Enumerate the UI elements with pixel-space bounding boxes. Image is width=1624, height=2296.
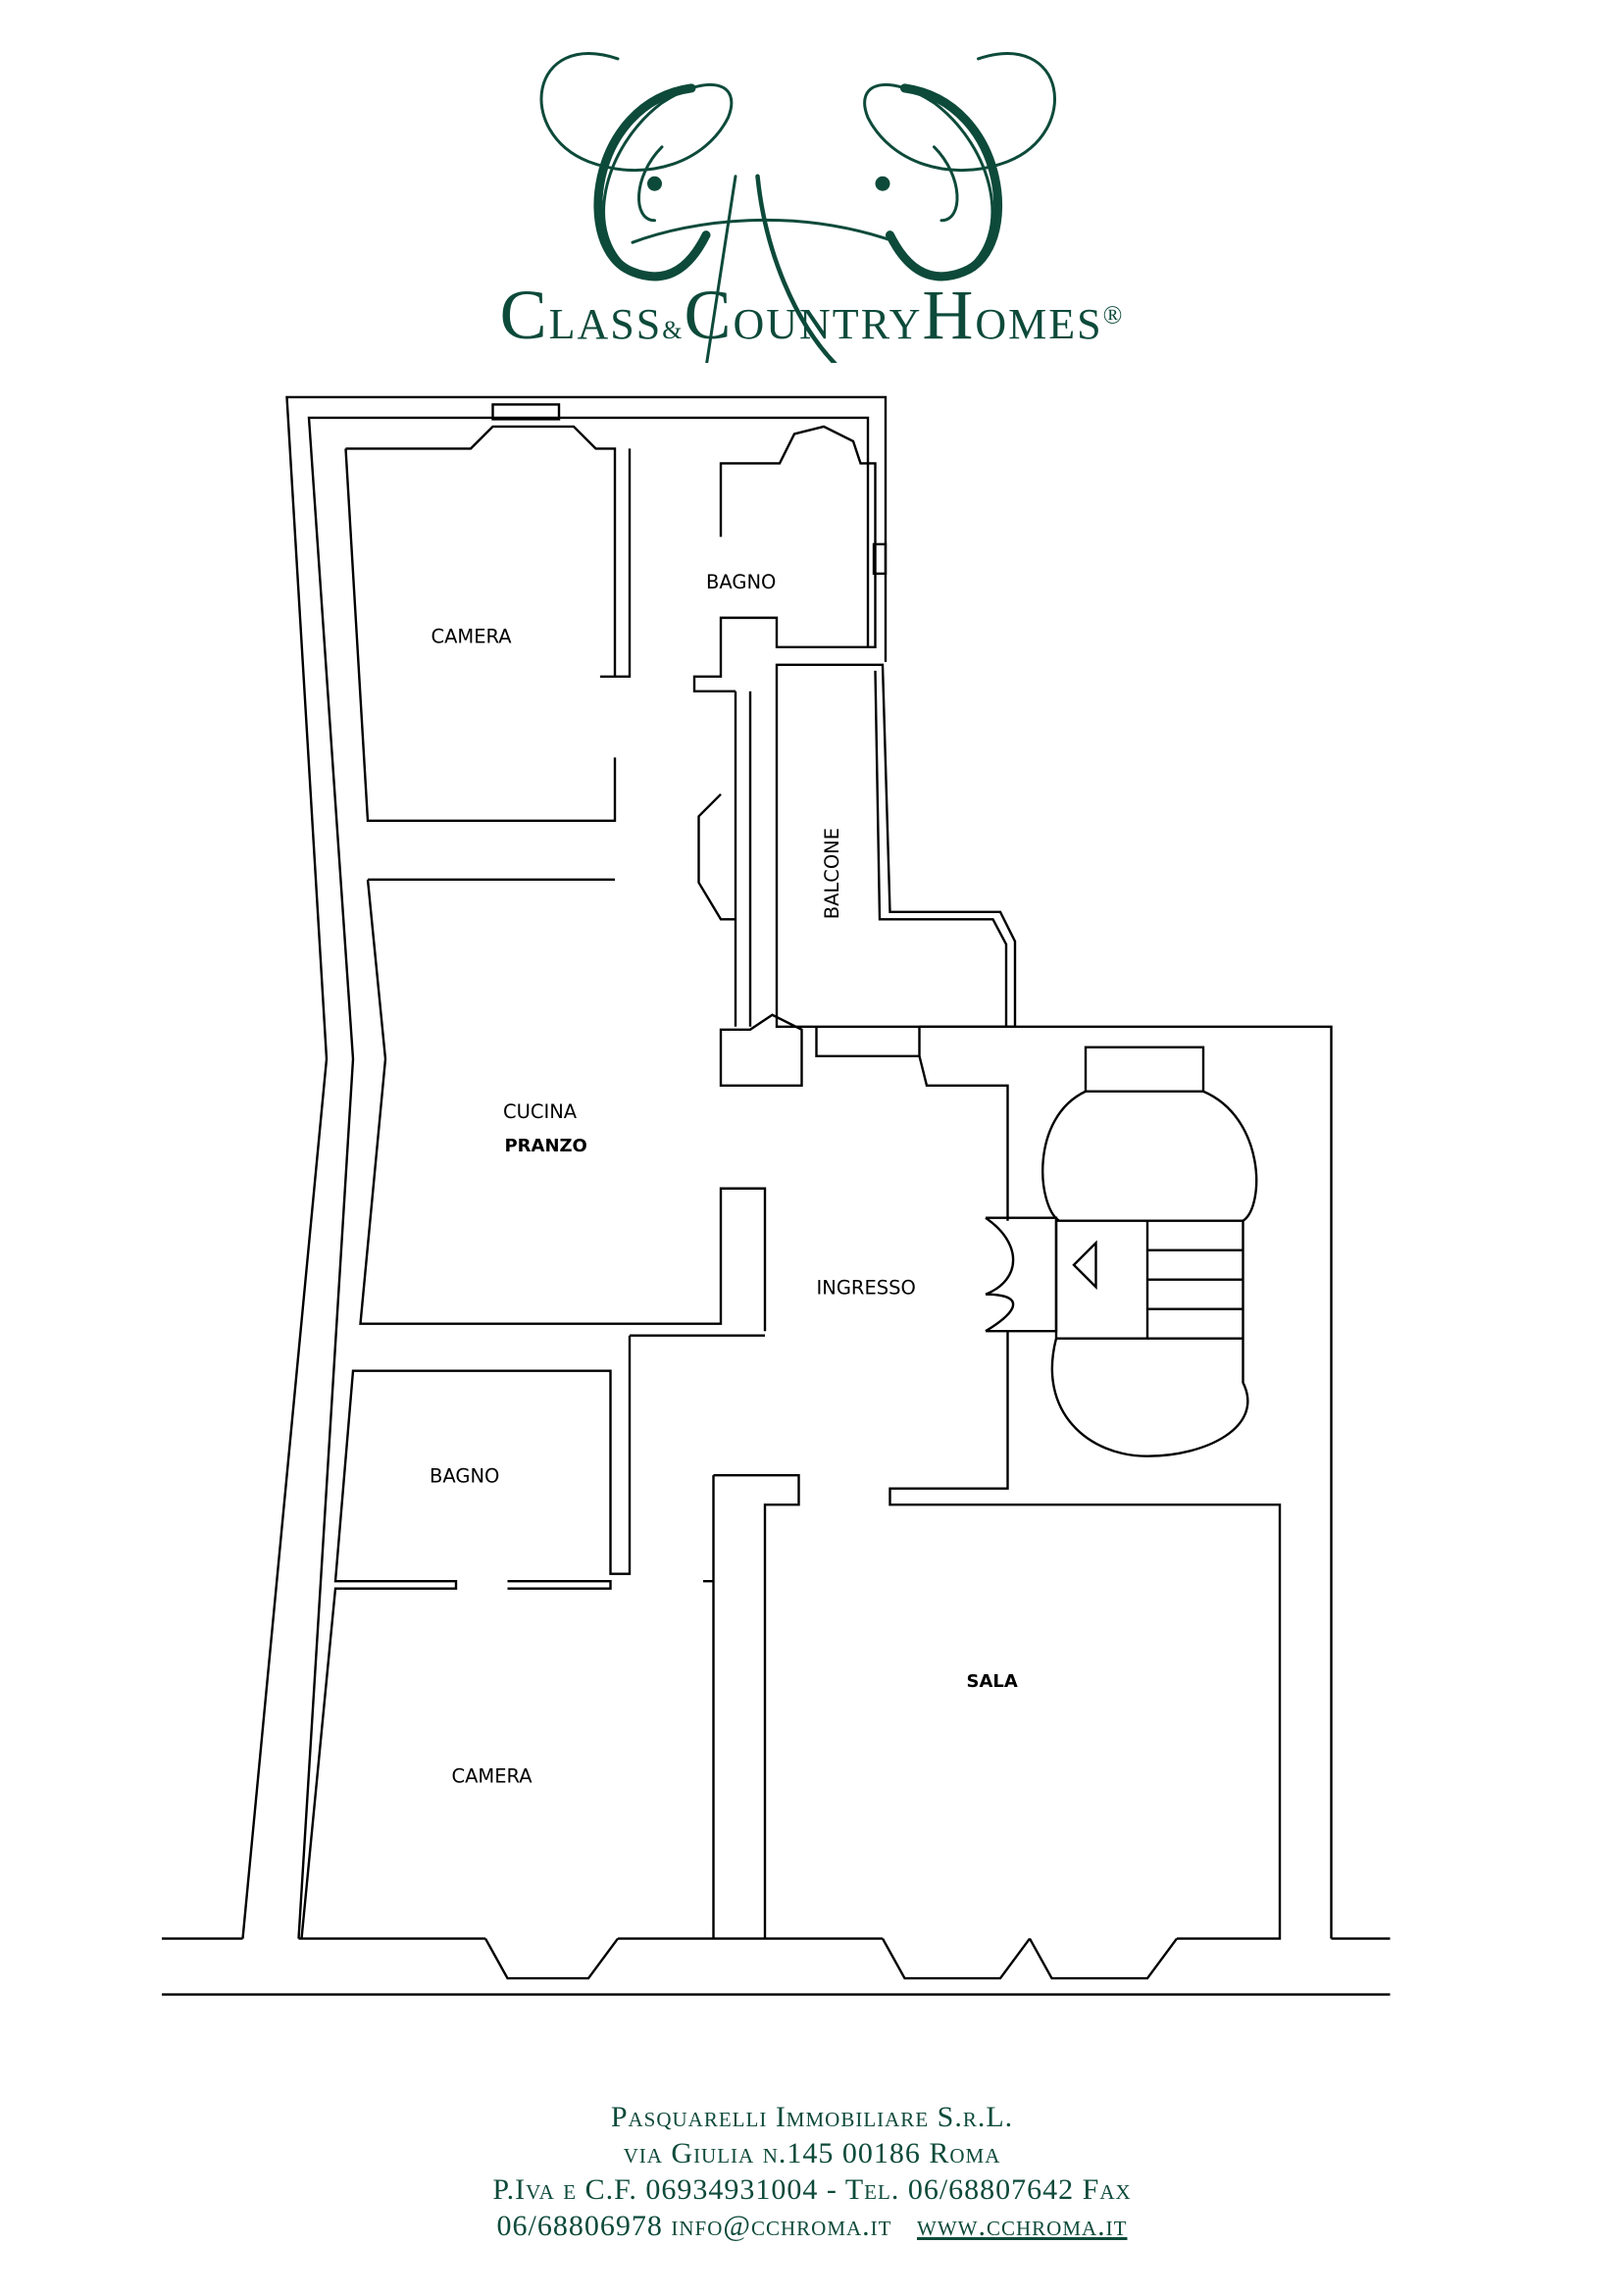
logo-monogram	[539, 52, 1056, 363]
brand-name: CLASS&COUNTRYHOMES®	[0, 275, 1624, 356]
room-label-camera-bottom: CAMERA	[452, 1765, 533, 1788]
brand-initial-c2: C	[684, 276, 734, 354]
room-label-camera-top: CAMERA	[431, 625, 513, 647]
outer-wall	[241, 395, 888, 1939]
footer-contact: Pasquarelli Immobiliare S.r.L. via Giuli…	[0, 2099, 1624, 2244]
registered-mark: ®	[1102, 300, 1125, 330]
fax-email: 06/68806978 info@cchroma.it	[496, 2210, 892, 2242]
brand-homes: OMES	[975, 300, 1103, 348]
room-label-pranzo: PRANZO	[505, 1136, 587, 1156]
website-link[interactable]: www.cchroma.it	[917, 2210, 1128, 2242]
tax-phone: P.Iva e C.F. 06934931004 - Tel. 06/68807…	[492, 2173, 1132, 2206]
brand-initial-c: C	[499, 276, 549, 354]
room-label-balcone: BALCONE	[821, 828, 843, 919]
brand-class: LASS	[548, 300, 663, 348]
address: via Giulia n.145 00186 Roma	[623, 2137, 1001, 2169]
room-label-cucina: CUCINA	[503, 1100, 578, 1123]
brand-country: OUNTRY	[733, 300, 923, 348]
room-label-bagno-top: BAGNO	[706, 571, 776, 593]
company-name: Pasquarelli Immobiliare S.r.L.	[610, 2101, 1014, 2133]
inner-wall	[297, 416, 870, 1939]
room-label-bagno-bottom: BAGNO	[430, 1465, 499, 1488]
room-label-ingresso: INGRESSO	[817, 1277, 916, 1300]
brand-ampersand: &	[662, 316, 685, 344]
brand-initial-h: H	[922, 276, 976, 354]
room-label-sala: SALA	[967, 1671, 1018, 1692]
